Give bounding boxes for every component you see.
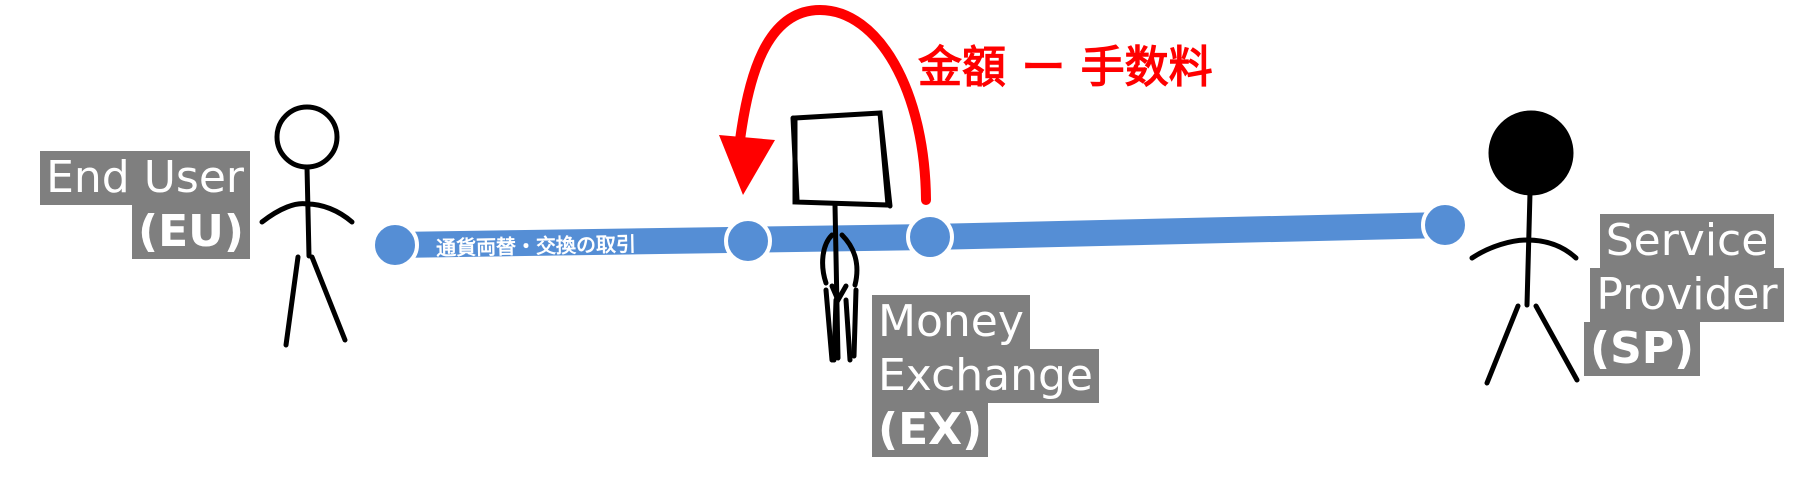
exchange-in-node (724, 217, 772, 265)
transaction-label: 通貨両替・交換の取引 (435, 231, 637, 261)
service-provider-label: Service Provider (SP) (1584, 214, 1790, 376)
exchange-out-node (906, 213, 954, 261)
service-provider-node (1421, 201, 1469, 249)
fee-label: 金額 ー 手数料 (918, 42, 1213, 93)
money-exchange-name-line2: Exchange (872, 349, 1099, 403)
end-user-name: End User (40, 151, 250, 205)
service-provider-name-line1: Service (1599, 214, 1775, 268)
stick-figure-box-head-icon (790, 110, 893, 363)
service-provider-name-line2: Provider (1590, 268, 1784, 322)
stick-figure-open-head-icon (259, 104, 355, 348)
curved-arrow-icon (719, 4, 931, 205)
money-exchange-label: Money Exchange (EX) (872, 295, 1099, 457)
end-user-node (371, 221, 419, 269)
end-user-label: End User (EU) (28, 151, 250, 259)
service-provider-abbr: (SP) (1584, 322, 1701, 376)
end-user-abbr: (EU) (131, 205, 250, 259)
money-exchange-abbr: (EX) (872, 403, 989, 457)
stick-figure-filled-head-icon (1469, 110, 1580, 386)
money-exchange-name-line1: Money (872, 295, 1030, 349)
